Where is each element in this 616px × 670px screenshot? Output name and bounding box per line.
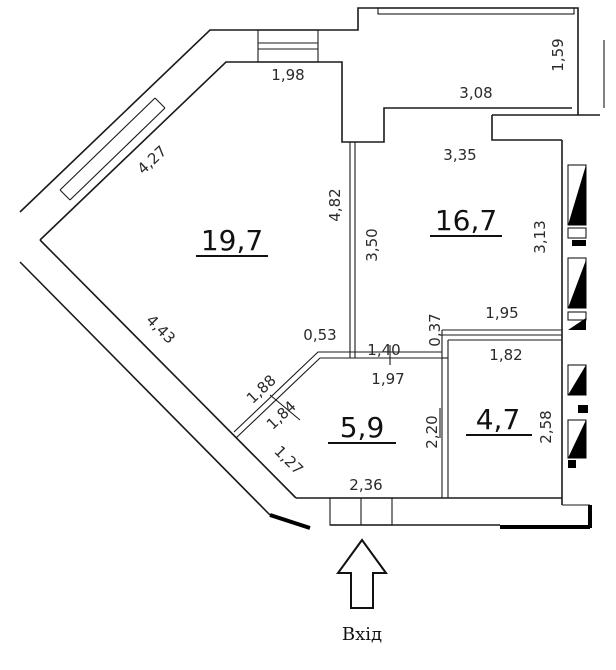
dim-hall-width: 1,97	[371, 370, 404, 388]
dim-hall-right: 2,20	[423, 415, 441, 448]
dim-living-top: 1,98	[271, 66, 304, 84]
outer-walls	[19, 7, 605, 526]
dim-living-right: 4,82	[326, 188, 344, 221]
entrance-label: Вхід	[342, 624, 382, 645]
dim-hall-lower-diagonal: 1,27	[271, 442, 307, 478]
dim-living-window-wall: 4,27	[134, 142, 171, 178]
dim-bedroom-top: 3,08	[459, 84, 492, 102]
dim-bedroom-left: 3,50	[363, 228, 381, 261]
room-area-hallway: 5,9	[340, 411, 385, 444]
dim-hall-bottom: 2,36	[349, 476, 382, 494]
dim-bath-top: 1,82	[489, 346, 522, 364]
room-area-bedroom: 16,7	[435, 204, 497, 237]
dim-bedroom-right: 3,13	[531, 220, 549, 253]
exterior-accent-lines	[269, 505, 592, 530]
dim-hall-diagonal: 1,84	[263, 397, 300, 433]
dim-bedroom-side: 1,59	[549, 38, 567, 71]
dim-bedroom-bottom: 1,95	[485, 304, 518, 322]
interior-walls	[233, 142, 562, 498]
room-areas: 19,7 16,7 5,9 4,7	[196, 204, 532, 444]
entrance-arrow-icon	[336, 538, 388, 609]
dim-bath-right: 2,58	[537, 410, 555, 443]
dim-bedroom-gap: 0,37	[426, 313, 444, 346]
dim-living-corner: 0,53	[303, 326, 336, 344]
dim-bedroom-width: 3,35	[443, 146, 476, 164]
entrance-door	[329, 497, 393, 526]
dim-living-diagonal: 4,43	[143, 311, 179, 347]
room-area-bathroom: 4,7	[476, 403, 521, 436]
dim-hall-top: 1,40	[367, 341, 400, 359]
ventilation-shafts	[567, 164, 588, 468]
room-area-living: 19,7	[201, 224, 263, 257]
